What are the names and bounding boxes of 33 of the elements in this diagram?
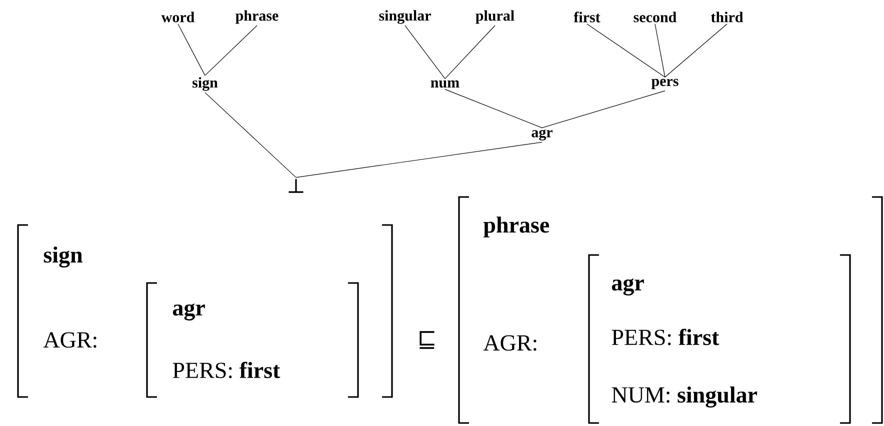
tree-line [586,24,666,78]
type-label: phrase [236,10,278,24]
type-label: num [430,80,460,88]
type-label: first [574,12,600,22]
feature-value: PERS: first [612,328,720,346]
type-label: second [634,12,676,22]
feature-value: NUM: singular [612,386,758,408]
feature-value: AGR: [483,335,536,351]
feature-value: PERS: first [172,362,280,378]
type-label: sign [192,77,218,91]
tree-line [204,92,296,178]
tree-line [204,25,258,76]
tree-line [444,89,542,128]
bottom-symbol: ⊥ [288,179,304,193]
type-label: word [161,12,194,22]
tree-line [404,25,446,79]
type-label: third [711,12,744,22]
type-name: agr [612,278,644,296]
type-name: sign [44,246,82,268]
type-label: singular [379,10,431,24]
tree-line [444,25,496,79]
type-name: agr [172,304,205,320]
subsumption-symbol: ⊑ [420,331,434,349]
type-label: plural [476,10,514,24]
feature-value: AGR: [43,332,96,348]
tree-line [296,142,542,178]
tree-line [664,24,728,78]
tree-line [178,24,206,76]
type-name: phrase [484,216,550,238]
tree-line [542,90,666,128]
type-label: pers [651,78,678,90]
type-label: agr [532,130,553,140]
tree-line [654,24,666,78]
